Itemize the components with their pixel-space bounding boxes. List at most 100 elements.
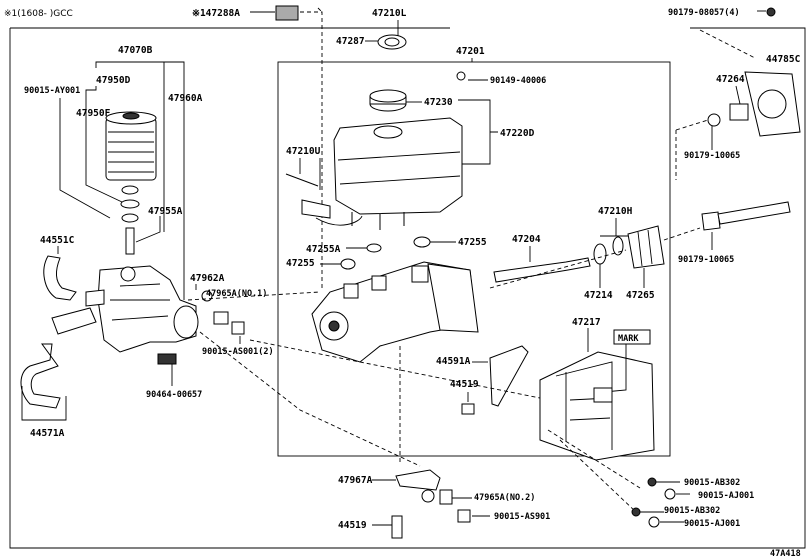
label-90015-AS001: 90015-AS001(2) [202,347,274,357]
label-44571A: 44571A [30,428,65,439]
bolt-90015-AB302-a [647,477,657,487]
oring-47950F [121,185,139,195]
leader-dashed [675,119,709,131]
label-90015-AB302-b: 90015-AB302 [664,506,720,516]
seal-47965A-2 [439,489,453,505]
leader [95,61,185,300]
label-90015-AS901: 90015-AS901 [494,512,550,522]
outer-frame [9,27,806,549]
screw-90149-40006 [456,71,466,81]
pump-detail [110,283,170,321]
label-44519-a: 44519 [450,379,479,390]
leader-dashed [187,291,321,301]
label-47210U: 47210U [286,146,321,157]
plug-47264 [729,103,749,121]
grommet-47255A [366,243,382,253]
reservoir-47220D [333,117,463,215]
mc-boss-3 [411,265,429,283]
bolt-44519-a [461,403,475,415]
leader-dashed [547,429,641,513]
nut-90015-AJ001-a [664,488,676,500]
ref-note-47288A: ※147288A [192,8,240,19]
leader-dashed [489,227,701,289]
label-47204: 47204 [512,234,541,245]
plug-47965A-2 [421,489,435,503]
label-90015-AJ001-a: 90015-AJ001 [698,491,754,501]
label-47210L: 47210L [372,8,407,19]
label-47070B: 47070B [118,45,153,56]
label-90015-AB302-a: 90015-AB302 [684,478,740,488]
filter-ribs [108,131,154,173]
label-47967A: 47967A [338,475,373,486]
reservoir-ribs [337,151,461,185]
bolt-90015-AS901 [457,509,471,523]
leader [735,85,741,105]
label-47217: 47217 [572,317,601,328]
label-90464-00657: 90464-00657 [146,390,202,400]
label-47955A: 47955A [148,206,183,217]
leader-dashed [699,29,756,59]
bracket-90464-00657 [157,353,177,365]
modulator-47217 [539,351,655,461]
bolt-44519-b [391,515,403,539]
diagram-id: 47A418 [770,549,801,559]
reservoir-legs [351,212,405,230]
label-47220D: 47220D [500,128,535,139]
pump-body [97,265,197,353]
leader [135,216,161,243]
motor-cap [173,305,199,339]
sensor-connector [301,199,331,219]
leader [21,386,67,421]
label-90015-AY001: 90015-AY001 [24,86,80,96]
oring [121,213,139,223]
label-47255-b: 47255 [458,237,487,248]
label-47264: 47264 [716,74,745,85]
leader [600,218,630,237]
master-cylinder-flange [427,263,479,333]
nut-90179-10065-a [707,113,721,127]
master-cylinder-port [328,320,340,332]
ring [612,236,624,256]
label-47965A-1: 47965A(NO.1) [206,289,267,299]
label-47255A: 47255A [306,244,341,255]
gasket-47287-hole [384,37,400,47]
modulator-detail [555,361,613,450]
mark-plate [593,387,613,403]
reservoir-neck [373,125,403,139]
label-44591A: 44591A [436,356,471,367]
label-47965A-2: 47965A(NO.2) [474,493,535,503]
label-sticker-part [275,5,299,21]
label-90179-10065-a: 90179-10065 [684,151,740,161]
sensor-wire [285,173,319,187]
pipe-fitting [51,307,97,335]
label-47214: 47214 [584,290,613,301]
boot-47265 [627,225,665,269]
header-note: ※1(1608- )GCC [4,9,73,19]
leader-dashed [249,339,541,399]
bracket-44591A [489,345,529,407]
label-90149-40006: 90149-40006 [490,76,546,86]
label-47265: 47265 [626,290,655,301]
pipe-fitting-2 [85,289,105,307]
mark-box [613,329,651,345]
bolt-90015-AS001 [231,321,245,335]
grommet-47255-a [340,258,356,270]
pin-47955A [125,227,135,255]
mc-boss-1 [343,283,359,299]
label-44785C: 44785C [766,54,801,65]
mark-label: MARK [618,334,639,344]
sensor-wire-2 [315,215,363,226]
leader-dashed [199,331,421,467]
pushrod-47204 [493,257,591,283]
mc-boss-2 [371,275,387,291]
nut-90015-AJ001-b [648,516,660,528]
label-47287: 47287 [336,36,365,47]
label-47962A: 47962A [190,273,225,284]
nut-90179-10065-b [701,211,721,231]
label-47201: 47201 [456,46,485,57]
label-47960A: 47960A [168,93,203,104]
label-47230: 47230 [424,97,453,108]
leader-dashed [300,7,323,290]
cap-47230-top [369,89,407,103]
